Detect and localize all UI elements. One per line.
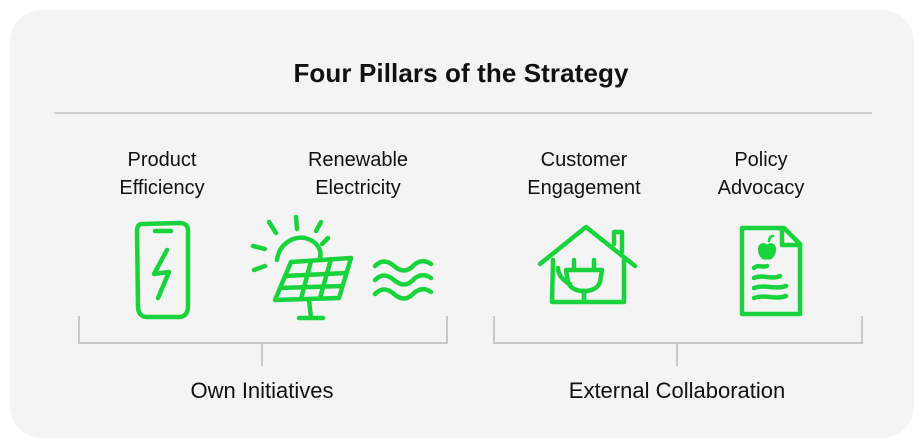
diagram-title: Four Pillars of the Strategy: [293, 58, 629, 88]
pillar-label-line: Engagement: [527, 177, 641, 199]
pillar-label-product-efficiency: Product Efficiency: [62, 146, 262, 202]
pillar-label-customer-engagement: Customer Engagement: [484, 146, 684, 202]
house-plug-icon: [536, 222, 640, 306]
title-divider: [54, 112, 872, 114]
pillar-label-line: Electricity: [315, 177, 401, 199]
group-label-external-collaboration: External Collaboration: [568, 378, 786, 403]
pillar-label-line: Efficiency: [119, 177, 205, 199]
pillar-label-line: Advocacy: [717, 177, 805, 199]
group-bracket-external-collaboration: [493, 316, 863, 344]
pillar-label-line: Product: [127, 149, 197, 171]
pillar-label-line: Renewable: [307, 149, 409, 171]
phone-lightning-icon: [133, 218, 193, 322]
pillar-label-line: Policy: [734, 149, 788, 171]
group-label-own-initiatives: Own Initiatives: [190, 378, 334, 403]
pillar-label-line: Customer: [540, 149, 628, 171]
pillar-label-renewable-electricity: Renewable Electricity: [258, 146, 458, 202]
solar-panel-wind-icon: [247, 214, 437, 324]
policy-document-icon: [734, 224, 806, 320]
pillar-label-policy-advocacy: Policy Advocacy: [661, 146, 861, 202]
group-bracket-stem: [261, 344, 263, 366]
group-bracket-own-initiatives: [78, 316, 448, 344]
group-bracket-stem: [676, 344, 678, 366]
